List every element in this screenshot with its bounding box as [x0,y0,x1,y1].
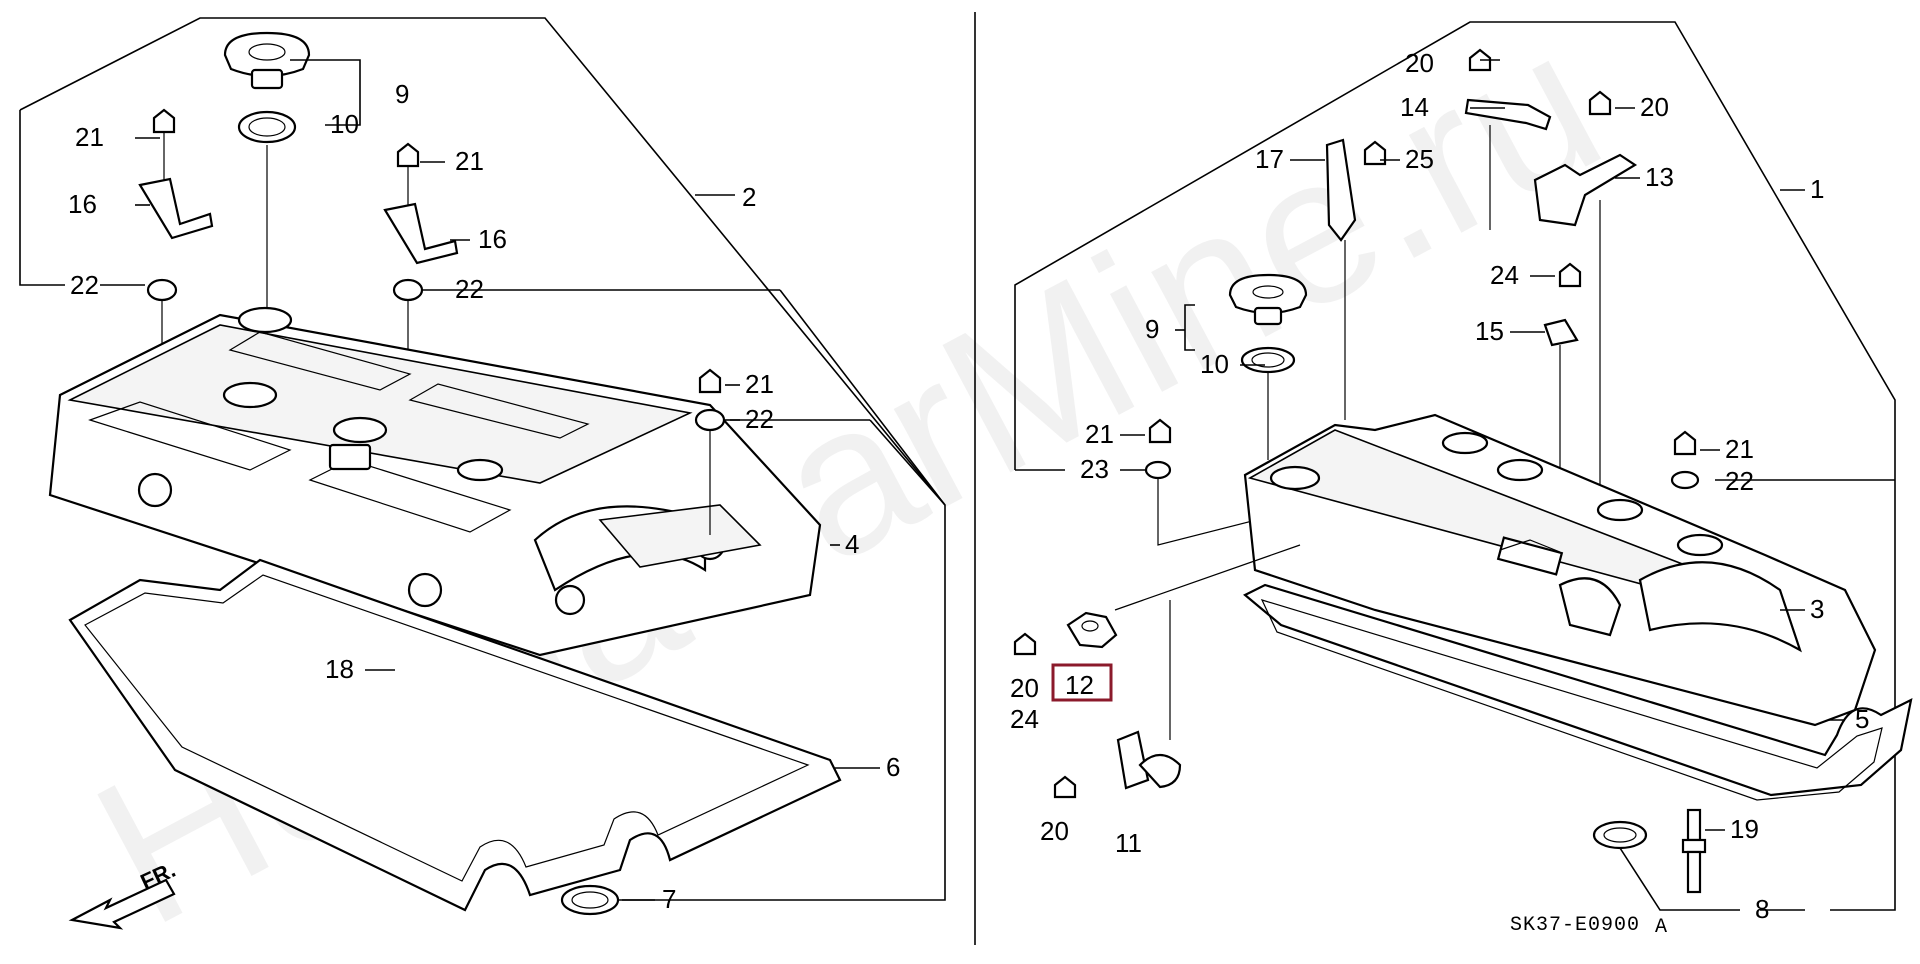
nut-grommet-right [694,368,726,535]
label-14: 14 [1400,92,1429,122]
bolt-20-12 [1013,632,1037,656]
label-13: 13 [1645,162,1674,192]
bracket-13 [1533,153,1638,500]
label-20-right-b: 20 [1640,92,1669,122]
plug-seal-right [1592,820,1648,850]
diagram-code-suffix: A [1655,916,1668,939]
label-8: 8 [1755,894,1769,924]
label-11: 11 [1115,828,1142,858]
label-12: 12 [1065,670,1094,700]
label-20-right-d: 20 [1040,816,1069,846]
label-18: 18 [325,654,354,684]
label-5: 5 [1855,704,1869,734]
head-cover-gasket-right [1243,583,1913,797]
label-7: 7 [662,884,676,914]
label-22-right: 22 [1725,466,1754,496]
label-19: 19 [1730,814,1759,844]
left-assembly: FR. 9 10 21 16 22 2 21 16 22 21 22 4 18 … [19,17,946,930]
label-9-right: 9 [1145,314,1159,344]
label-21-left-c: 21 [745,369,774,399]
label-16-left-a: 16 [68,189,97,219]
label-10-left: 10 [330,109,359,139]
label-21-left-b: 21 [455,146,484,176]
label-22-left-c: 22 [745,404,774,434]
label-15: 15 [1475,316,1504,346]
label-21-left-a: 21 [75,122,104,152]
label-23: 23 [1080,454,1109,484]
plug-seal [560,884,620,916]
label-4: 4 [845,529,859,559]
bracket-17 [1325,138,1387,420]
bracket-16-right [383,142,459,360]
label-21-right-a: 21 [1085,419,1114,449]
label-6: 6 [886,752,900,782]
label-17: 17 [1255,144,1284,174]
head-cover-gasket [68,558,842,912]
label-3: 3 [1810,594,1824,624]
label-25: 25 [1405,144,1434,174]
bracket-15 [1543,318,1579,347]
label-24-right-b: 24 [1010,704,1039,734]
label-2: 2 [742,182,756,212]
group-outline-2 [19,17,946,901]
label-20-right-a: 20 [1405,48,1434,78]
stud-bolt-right [1681,808,1707,894]
label-24-right-a: 24 [1490,260,1519,290]
oil-filler-cap-right [1228,273,1308,326]
cap-gasket [237,110,297,144]
right-assembly: 20 14 20 17 25 13 1 24 9 15 10 21 23 21 … [1010,21,1913,939]
bracket-11 [1053,600,1182,799]
label-16-left-b: 16 [478,224,507,254]
label-22-left-a: 22 [70,270,99,300]
label-1: 1 [1810,174,1824,204]
group-outline-1 [1014,21,1896,911]
highlight-box-12 [1051,663,1113,702]
label-9-left: 9 [395,79,409,109]
label-10-right: 10 [1200,349,1229,379]
hose-clamp [1066,544,1301,649]
diagram-code: SK37-E0900 [1510,914,1640,937]
bracket-16-left [138,108,214,360]
label-22-left-b: 22 [455,274,484,304]
valve-cover-left [48,306,822,657]
oil-filler-cap [223,31,311,90]
label-21-right-b: 21 [1725,434,1754,464]
valve-cover-right [1243,413,1877,727]
cap-gasket-right [1240,346,1296,374]
label-20-right-c: 20 [1010,673,1039,703]
group-bracket-2 [19,110,65,286]
